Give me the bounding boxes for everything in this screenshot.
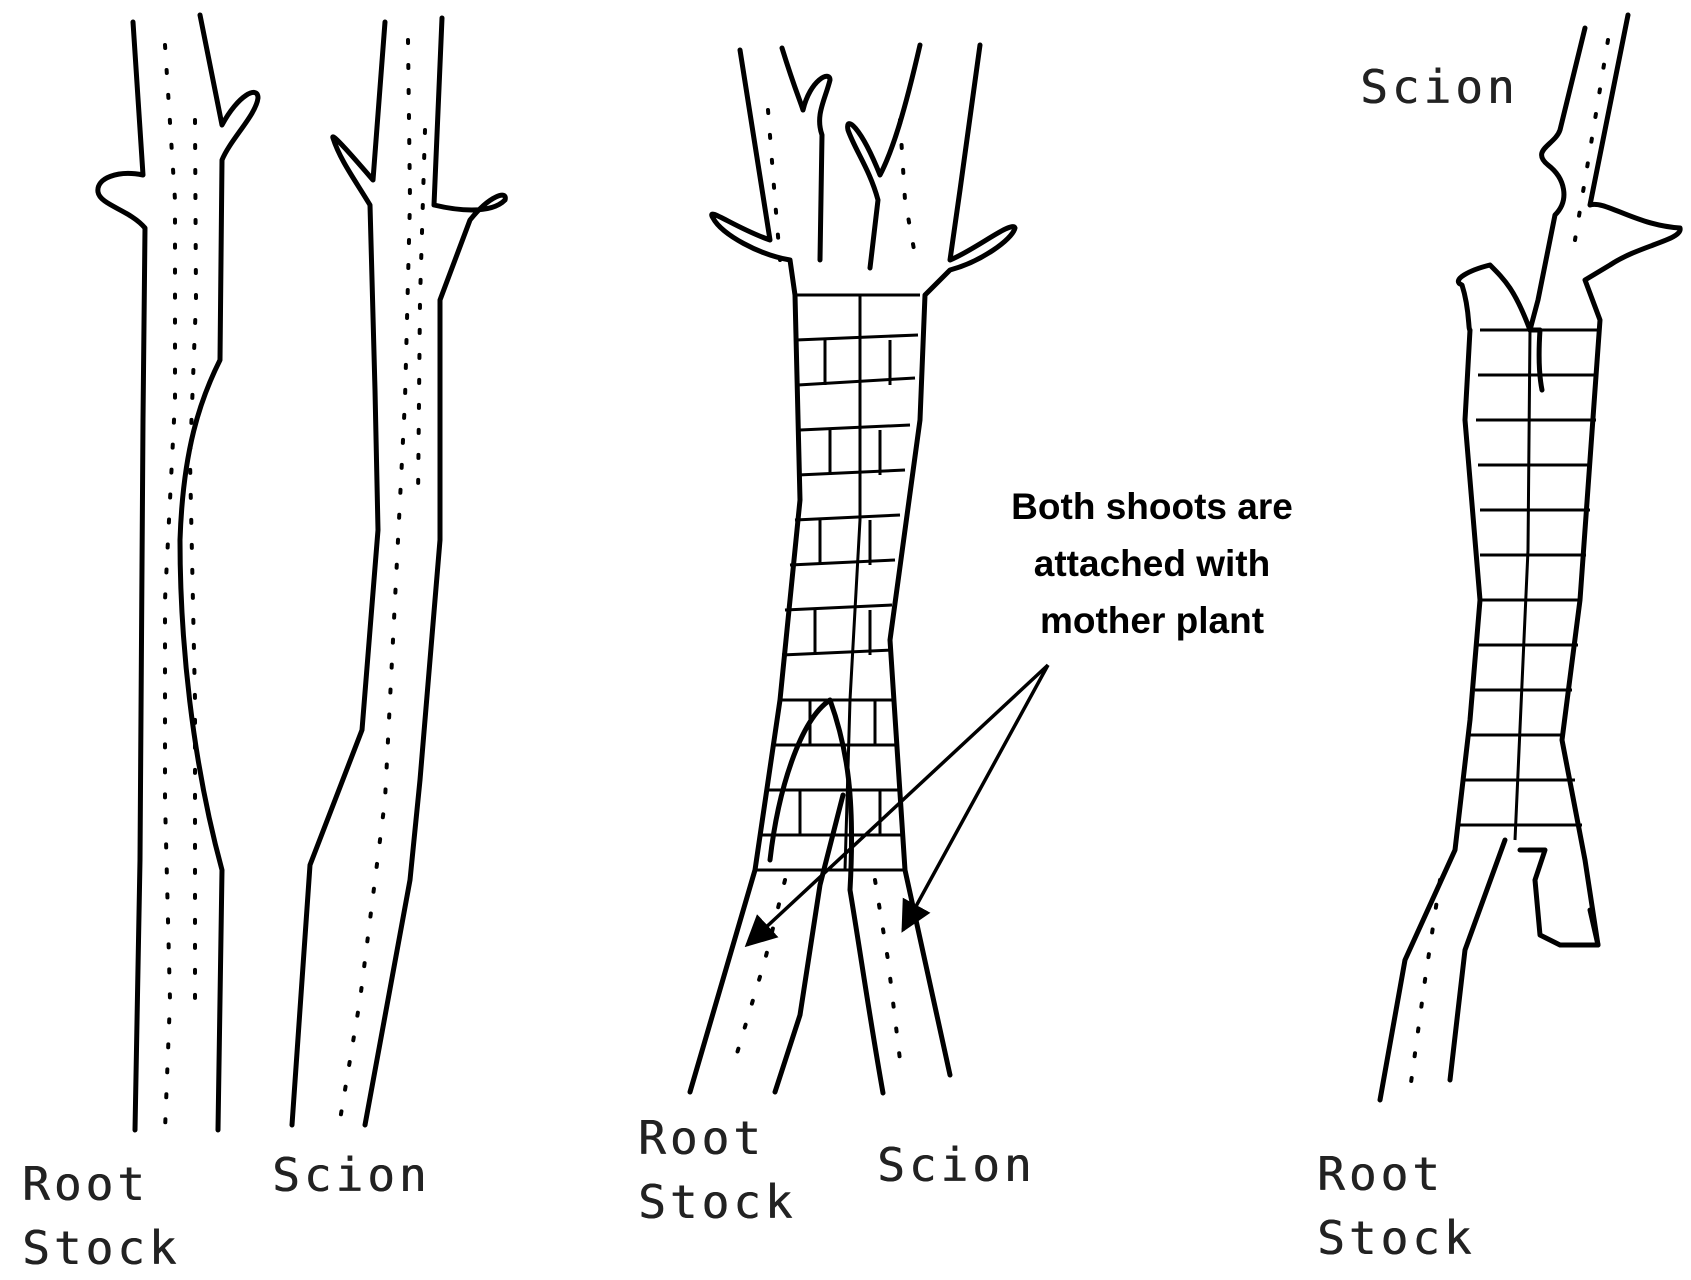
scion-stem-1 (292, 18, 505, 1125)
rootstock-label-2: Root Stock (638, 1106, 838, 1234)
annotation-line-2: attached with (982, 535, 1322, 592)
joined-shoots-stem (690, 45, 1015, 1093)
scion-label-1: Scion (272, 1152, 430, 1198)
annotation-text: Both shoots are attached with mother pla… (982, 478, 1322, 649)
grafted-union-stem (1380, 15, 1680, 1100)
annotation-arrows (747, 665, 1048, 945)
rootstock-label-1: Root Stock (22, 1152, 222, 1280)
rootstock-label-3: Root Stock (1317, 1142, 1517, 1270)
annotation-line-1: Both shoots are (982, 478, 1322, 535)
annotation-line-3: mother plant (982, 592, 1322, 649)
rootstock-stem-1 (98, 15, 258, 1130)
scion-label-2: Scion (877, 1142, 1035, 1188)
scion-label-3: Scion (1360, 64, 1518, 110)
